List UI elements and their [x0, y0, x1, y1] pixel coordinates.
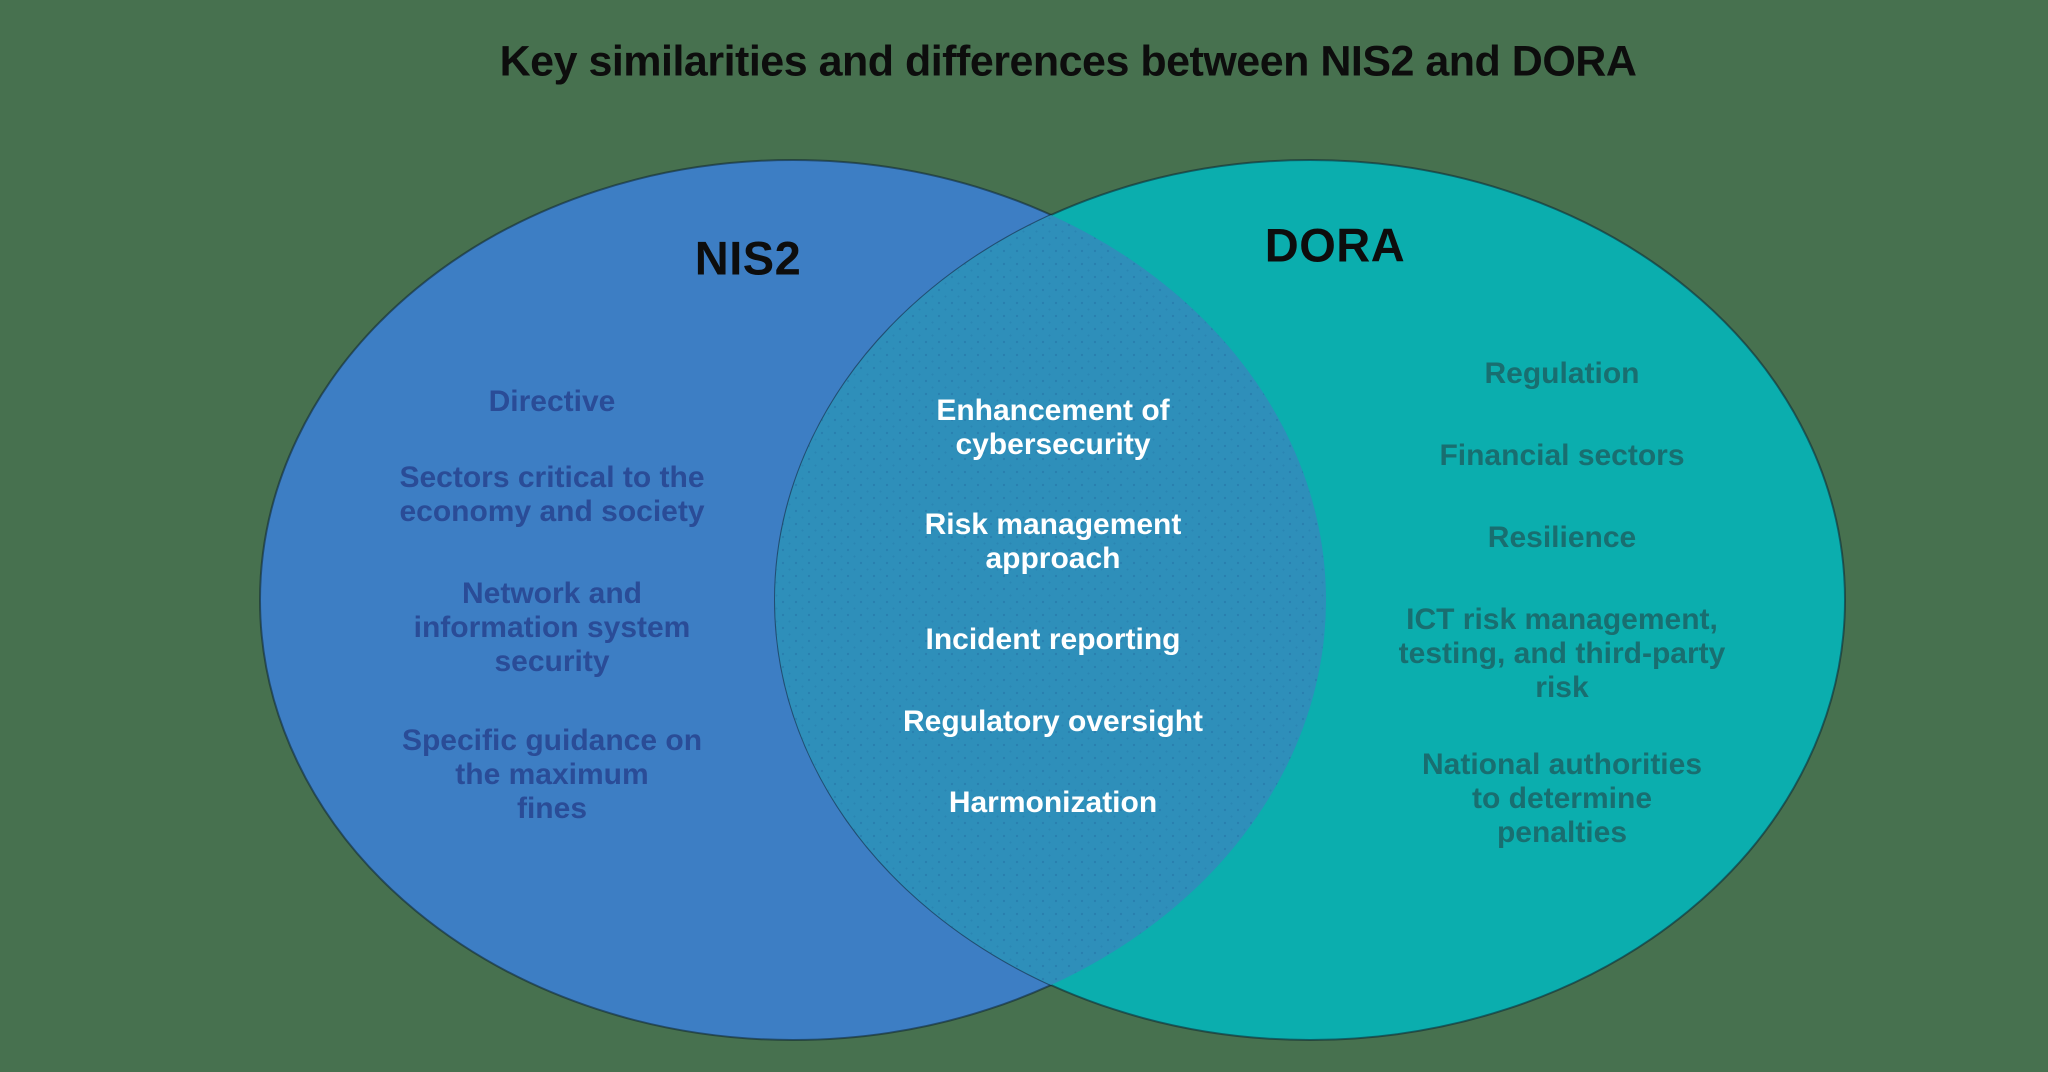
dora-label: DORA — [1264, 218, 1406, 272]
dora-item-financial-sectors: Financial sectors — [1439, 439, 1685, 472]
overlap-texture — [775, 160, 1326, 1040]
nis2-item-max-fines: Specific guidance on the maximum fines — [401, 724, 703, 825]
overlap-item-regulatory-oversight: Regulatory oversight — [902, 705, 1204, 738]
nis2-label: NIS2 — [694, 231, 802, 285]
overlap-item-cybersecurity: Enhancement of cybersecurity — [936, 394, 1170, 461]
dora-item-national-authorities: National authorities to determine penalt… — [1421, 748, 1703, 849]
overlap-item-harmonization: Harmonization — [948, 786, 1158, 819]
overlap-item-incident-reporting: Incident reporting — [925, 623, 1181, 656]
nis2-item-network-security: Network and information system security — [413, 577, 691, 678]
nis2-item-sectors: Sectors critical to the economy and soci… — [399, 461, 705, 528]
dora-item-regulation: Regulation — [1484, 357, 1640, 390]
page-title: Key similarities and differences between… — [499, 37, 1637, 86]
dora-item-ict-risk: ICT risk management, testing, and third-… — [1398, 603, 1726, 704]
overlap-item-risk-management: Risk management approach — [924, 508, 1182, 575]
dora-item-resilience: Resilience — [1487, 521, 1637, 554]
nis2-item-directive: Directive — [488, 385, 616, 418]
